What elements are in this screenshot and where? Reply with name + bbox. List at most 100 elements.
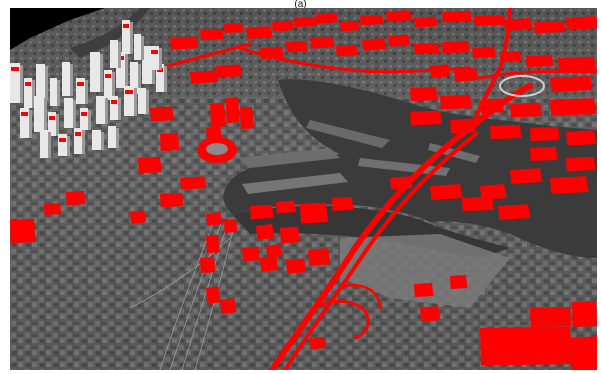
red-building	[500, 50, 522, 63]
red-building	[240, 106, 254, 130]
red-building	[316, 12, 339, 24]
red-building	[504, 17, 533, 32]
red-building	[200, 28, 224, 41]
red-building	[10, 218, 36, 244]
tower	[90, 52, 100, 92]
tower	[20, 108, 29, 138]
pier	[358, 158, 450, 176]
stadium-field	[206, 143, 228, 155]
tower-red-band	[111, 100, 117, 104]
tower	[58, 134, 67, 156]
tower	[122, 20, 130, 54]
red-building	[530, 307, 572, 327]
tower-shadow-side	[159, 48, 162, 70]
red-building	[206, 234, 220, 254]
red-building	[534, 20, 566, 34]
pier	[238, 148, 340, 168]
tower	[116, 52, 125, 88]
red-building	[332, 196, 354, 212]
tower	[130, 62, 138, 94]
red-building	[260, 256, 279, 272]
tower-shadow-side	[116, 128, 119, 148]
tower-red-band	[77, 82, 84, 86]
tower-shadow-side	[70, 64, 73, 96]
tower	[48, 112, 56, 136]
tower-shadow-side	[44, 98, 47, 132]
red-building	[510, 102, 542, 118]
red-building	[550, 176, 589, 194]
tower-red-band	[123, 24, 129, 28]
red-building	[414, 42, 440, 55]
tower-shadow-side	[29, 110, 32, 138]
red-building	[260, 46, 284, 60]
red-building	[310, 36, 335, 49]
red-building	[272, 20, 294, 32]
red-building	[286, 258, 307, 274]
red-building	[200, 256, 216, 274]
tower	[36, 64, 45, 100]
tower	[24, 78, 32, 108]
tower	[150, 46, 159, 70]
red-building	[226, 96, 240, 124]
tower-shadow-side	[100, 54, 103, 92]
tower	[124, 86, 134, 116]
tower-shadow-side	[134, 88, 137, 116]
tower	[108, 126, 116, 148]
red-building	[242, 246, 261, 262]
tower-shadow-side	[73, 100, 76, 128]
tower-shadow-side	[45, 66, 48, 100]
red-building	[414, 16, 438, 28]
downtown-towers	[10, 20, 167, 158]
landfill-area	[340, 234, 510, 308]
red-building	[362, 38, 387, 51]
red-building	[474, 15, 506, 26]
tower-shadow-side	[112, 72, 115, 100]
tower	[142, 46, 152, 84]
red-building	[572, 301, 597, 327]
red-building	[138, 156, 162, 174]
red-building	[206, 286, 221, 304]
red-building	[340, 20, 360, 32]
rotary	[499, 75, 545, 97]
red-building	[414, 282, 434, 298]
tower-shadow-side	[125, 54, 128, 88]
red-building	[308, 248, 331, 266]
red-building	[160, 133, 180, 151]
red-building	[472, 46, 496, 59]
red-building	[256, 223, 275, 241]
red-building	[150, 106, 175, 122]
tower	[34, 96, 44, 132]
red-building	[130, 210, 147, 224]
tower	[134, 34, 141, 60]
red-building	[286, 40, 308, 53]
tower-shadow-side	[20, 65, 23, 103]
red-building	[550, 98, 597, 116]
tower-shadow-side	[118, 42, 121, 68]
red-building	[224, 22, 244, 34]
scene-canvas	[10, 8, 597, 370]
tower-red-band	[11, 67, 19, 71]
red-building	[44, 203, 62, 215]
red-building	[276, 200, 297, 214]
tower-shadow-side	[138, 64, 141, 94]
tower	[96, 96, 105, 124]
red-building	[530, 126, 560, 142]
tower-shadow-side	[48, 132, 51, 158]
tower	[92, 130, 101, 150]
red-building	[498, 204, 531, 220]
red-building	[388, 34, 411, 47]
red-building	[336, 44, 358, 57]
red-building	[430, 183, 463, 201]
red-building	[442, 10, 472, 23]
tower-shadow-side	[118, 98, 121, 120]
red-building	[410, 110, 442, 126]
tower	[110, 96, 118, 120]
tower-shadow-side	[105, 98, 108, 124]
red-building	[206, 126, 223, 144]
red-building	[510, 168, 543, 184]
red-building	[170, 36, 199, 50]
tower-red-band	[59, 138, 66, 142]
tower-shadow-side	[57, 80, 60, 106]
tower-red-band	[151, 50, 158, 54]
red-building	[360, 14, 384, 26]
